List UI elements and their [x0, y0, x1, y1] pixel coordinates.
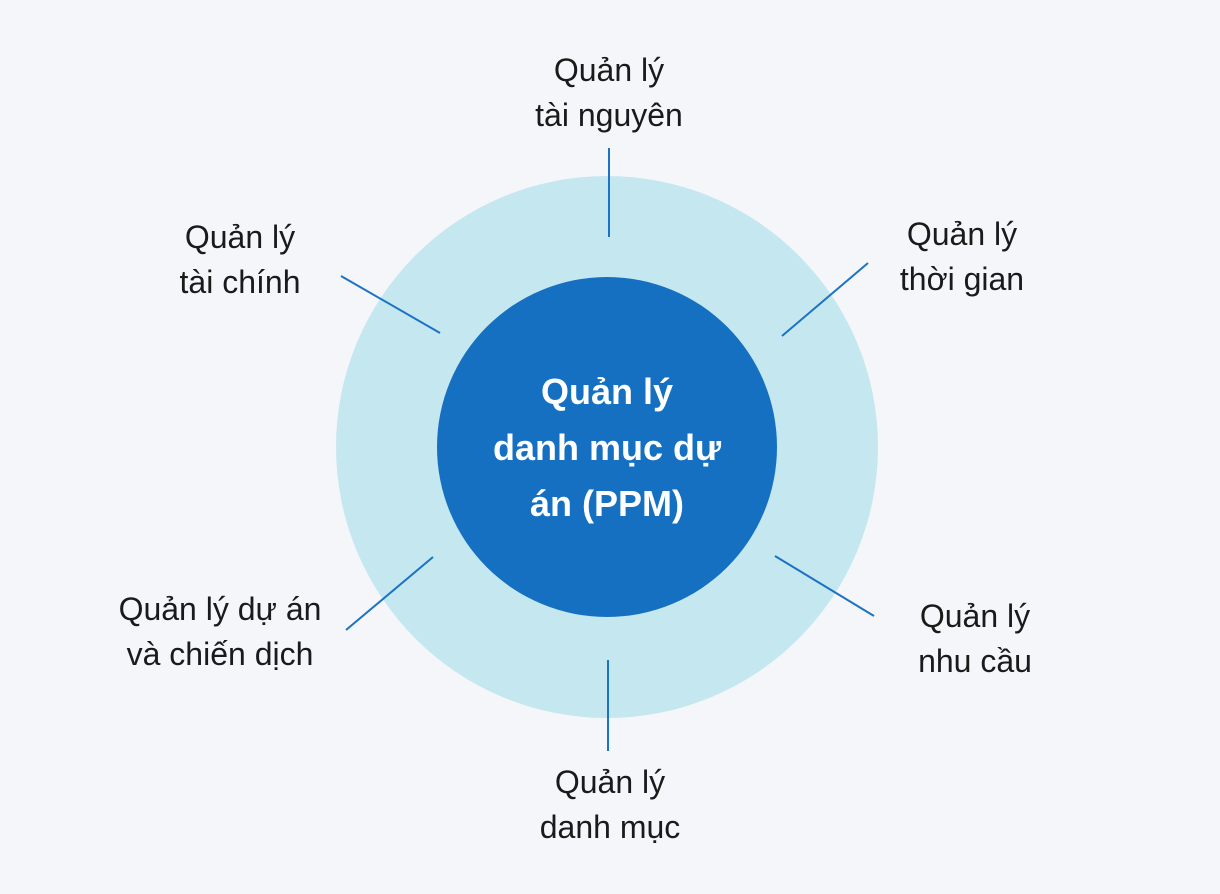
connector-demand: [774, 555, 875, 617]
connector-time: [781, 262, 869, 337]
label-line: Quản lý: [919, 598, 1031, 634]
label-project-campaign-management: Quản lý dự án và chiến dịch: [100, 587, 340, 677]
label-line: Quản lý dự án: [118, 591, 322, 627]
label-portfolio-management: Quản lý danh mục: [510, 760, 710, 850]
label-line: thời gian: [899, 261, 1025, 297]
center-title-line: Quản lý: [540, 371, 674, 412]
label-line: nhu cầu: [918, 643, 1032, 679]
label-line: Quản lý: [553, 52, 665, 88]
inner-circle: [437, 277, 777, 617]
label-line: Quản lý: [554, 764, 666, 800]
label-finance-management: Quản lý tài chính: [140, 215, 340, 305]
label-resource-management: Quản lý tài nguyên: [505, 48, 713, 138]
label-line: danh mục: [539, 809, 681, 845]
label-line: Quản lý: [184, 219, 296, 255]
label-line: và chiến dịch: [126, 636, 314, 672]
label-line: tài chính: [179, 264, 301, 300]
center-title: Quản lý danh mục dự án (PPM): [447, 364, 767, 532]
label-line: tài nguyên: [535, 97, 683, 133]
connector-project-campaign: [345, 556, 434, 631]
center-title-line: án (PPM): [529, 483, 684, 524]
label-demand-management: Quản lý nhu cầu: [875, 594, 1075, 684]
label-line: Quản lý: [906, 216, 1018, 252]
center-title-line: danh mục dự: [492, 427, 722, 468]
label-time-management: Quản lý thời gian: [862, 212, 1062, 302]
connector-finance: [340, 275, 441, 334]
